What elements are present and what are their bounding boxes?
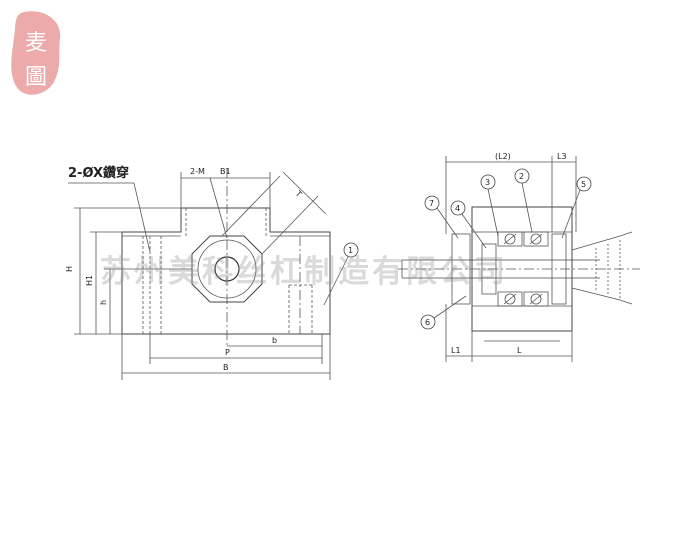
side-view [398,156,640,362]
dim-l: L [517,346,522,355]
dim-l1: L1 [451,346,461,355]
svg-text:麦: 麦 [25,31,47,56]
dim-l2: (L2) [495,152,511,161]
dim-h: H [65,266,74,272]
dim-h-small: h [99,300,108,305]
dim-b1: B1 [220,167,231,176]
dim-l3: L3 [557,152,567,161]
hole-label: 2-ØX鑽穿 [68,165,129,181]
callout-2: 2 [519,172,524,181]
dim-h1: H1 [85,275,94,286]
callout-4: 4 [455,204,460,213]
dim-b-small: b [272,336,277,345]
dim-p: P [225,348,230,357]
dim-t: T [293,188,304,199]
brand-seal-logo: 麦 圖 [11,11,61,95]
svg-text:圖: 圖 [25,65,47,90]
callout-1: 1 [348,246,353,255]
front-view [68,168,359,380]
dim-b: B [223,363,229,372]
callout-6: 6 [425,318,430,327]
callout-3: 3 [485,178,490,187]
callout-5: 5 [581,180,586,189]
dim-2m: 2-M [190,167,205,176]
callout-7: 7 [429,199,434,208]
